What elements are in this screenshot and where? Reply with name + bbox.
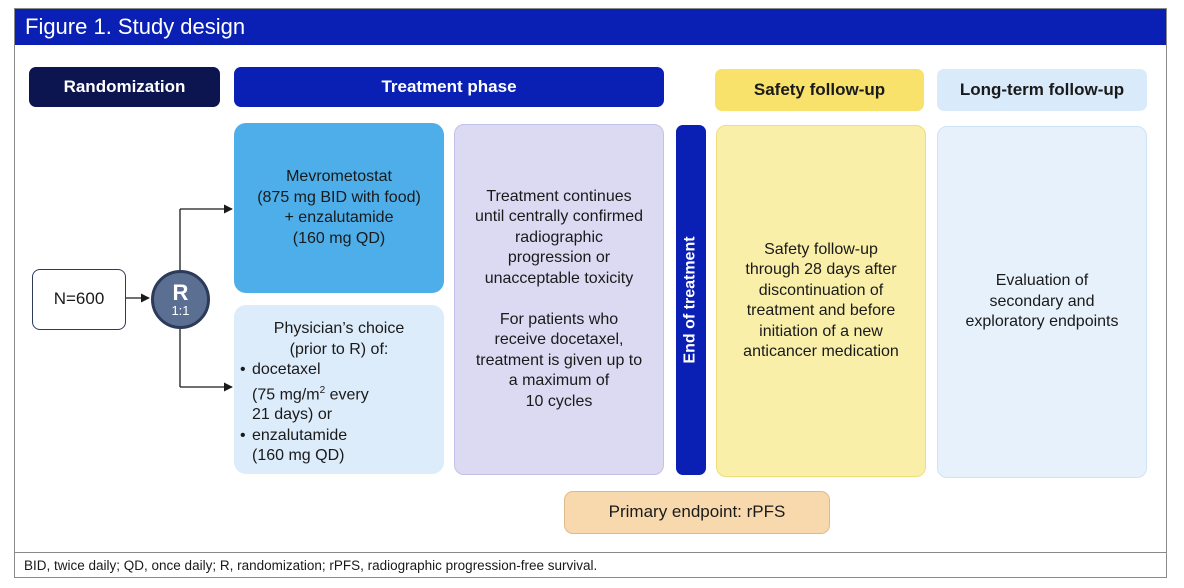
safety-followup-box: Safety follow-up through 28 days after d… bbox=[716, 125, 926, 477]
control-arm-box: Physician’s choice (prior to R) of: •doc… bbox=[234, 305, 444, 474]
treatment-continuation-box: Treatment continues until centrally conf… bbox=[454, 124, 664, 475]
end-of-treatment-bar: End of treatment bbox=[676, 125, 706, 475]
treatment-continuation-text: Treatment continues until centrally conf… bbox=[474, 187, 644, 410]
control-arm-options: •docetaxel (75 mg/m2 every 21 days) or •… bbox=[234, 360, 444, 467]
bullet: • bbox=[240, 361, 246, 378]
primary-endpoint-box: Primary endpoint: rPFS bbox=[564, 491, 830, 534]
randomizer-ratio: 1:1 bbox=[171, 302, 190, 318]
control-option-enzalutamide: •enzalutamide (160 mg QD) bbox=[240, 426, 348, 465]
enrollment-box: N=600 bbox=[32, 269, 126, 330]
randomizer-circle: R 1:1 bbox=[151, 270, 210, 329]
randomization-header: Randomization bbox=[29, 67, 220, 107]
treatment-phase-header: Treatment phase bbox=[234, 67, 664, 107]
longterm-followup-text: Evaluation of secondary and exploratory … bbox=[965, 272, 1119, 331]
randomizer-letter: R bbox=[172, 279, 189, 305]
experimental-arm-text: Mevrometostat (875 mg BID with food) + e… bbox=[257, 168, 421, 247]
safety-followup-header: Safety follow-up bbox=[715, 69, 924, 111]
longterm-followup-header: Long-term follow-up bbox=[937, 69, 1147, 111]
bullet: • bbox=[240, 426, 246, 444]
longterm-followup-box: Evaluation of secondary and exploratory … bbox=[937, 126, 1147, 478]
footnote-divider bbox=[15, 552, 1166, 553]
figure-footnote: BID, twice daily; QD, once daily; R, ran… bbox=[24, 558, 598, 573]
experimental-arm-box: Mevrometostat (875 mg BID with food) + e… bbox=[234, 123, 444, 293]
primary-endpoint-label: Primary endpoint: rPFS bbox=[608, 502, 786, 522]
enrollment-label: N=600 bbox=[53, 289, 105, 309]
control-option-docetaxel: •docetaxel (75 mg/m2 every 21 days) or bbox=[240, 361, 369, 424]
figure-title: Figure 1. Study design bbox=[15, 9, 1166, 45]
safety-followup-text: Safety follow-up through 28 days after d… bbox=[743, 240, 899, 361]
end-of-treatment-label: End of treatment bbox=[682, 236, 699, 364]
control-arm-heading: Physician’s choice (prior to R) of: bbox=[273, 320, 405, 358]
